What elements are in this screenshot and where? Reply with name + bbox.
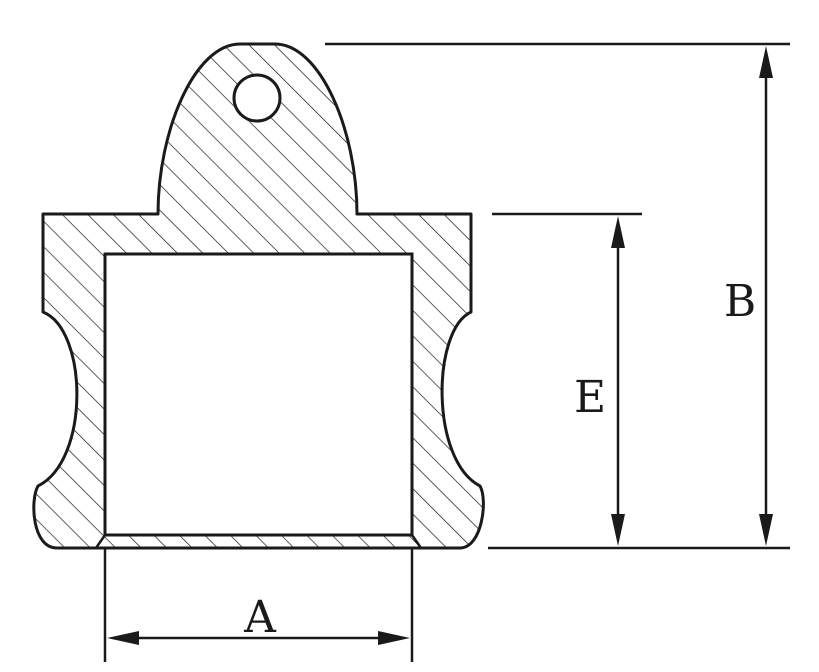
bore-chamfer <box>94 533 423 549</box>
lanyard-hole <box>232 73 282 123</box>
dimension-b-arrow-top <box>759 46 773 78</box>
dimension-b-arrow-bottom <box>759 514 773 546</box>
dimension-a-label: A <box>243 592 277 643</box>
inner-bore <box>103 252 414 537</box>
dimension-a: A <box>107 592 410 645</box>
dimension-e-arrow-top <box>611 216 625 248</box>
dimension-e-arrow-bottom <box>611 514 625 546</box>
dimension-e-label: E <box>574 372 606 423</box>
dimension-a-arrow-left <box>107 631 139 645</box>
dimension-b-label: B <box>724 276 756 327</box>
dimension-b: B <box>724 46 773 546</box>
dimension-e: E <box>574 216 625 546</box>
dimension-a-arrow-right <box>378 631 410 645</box>
